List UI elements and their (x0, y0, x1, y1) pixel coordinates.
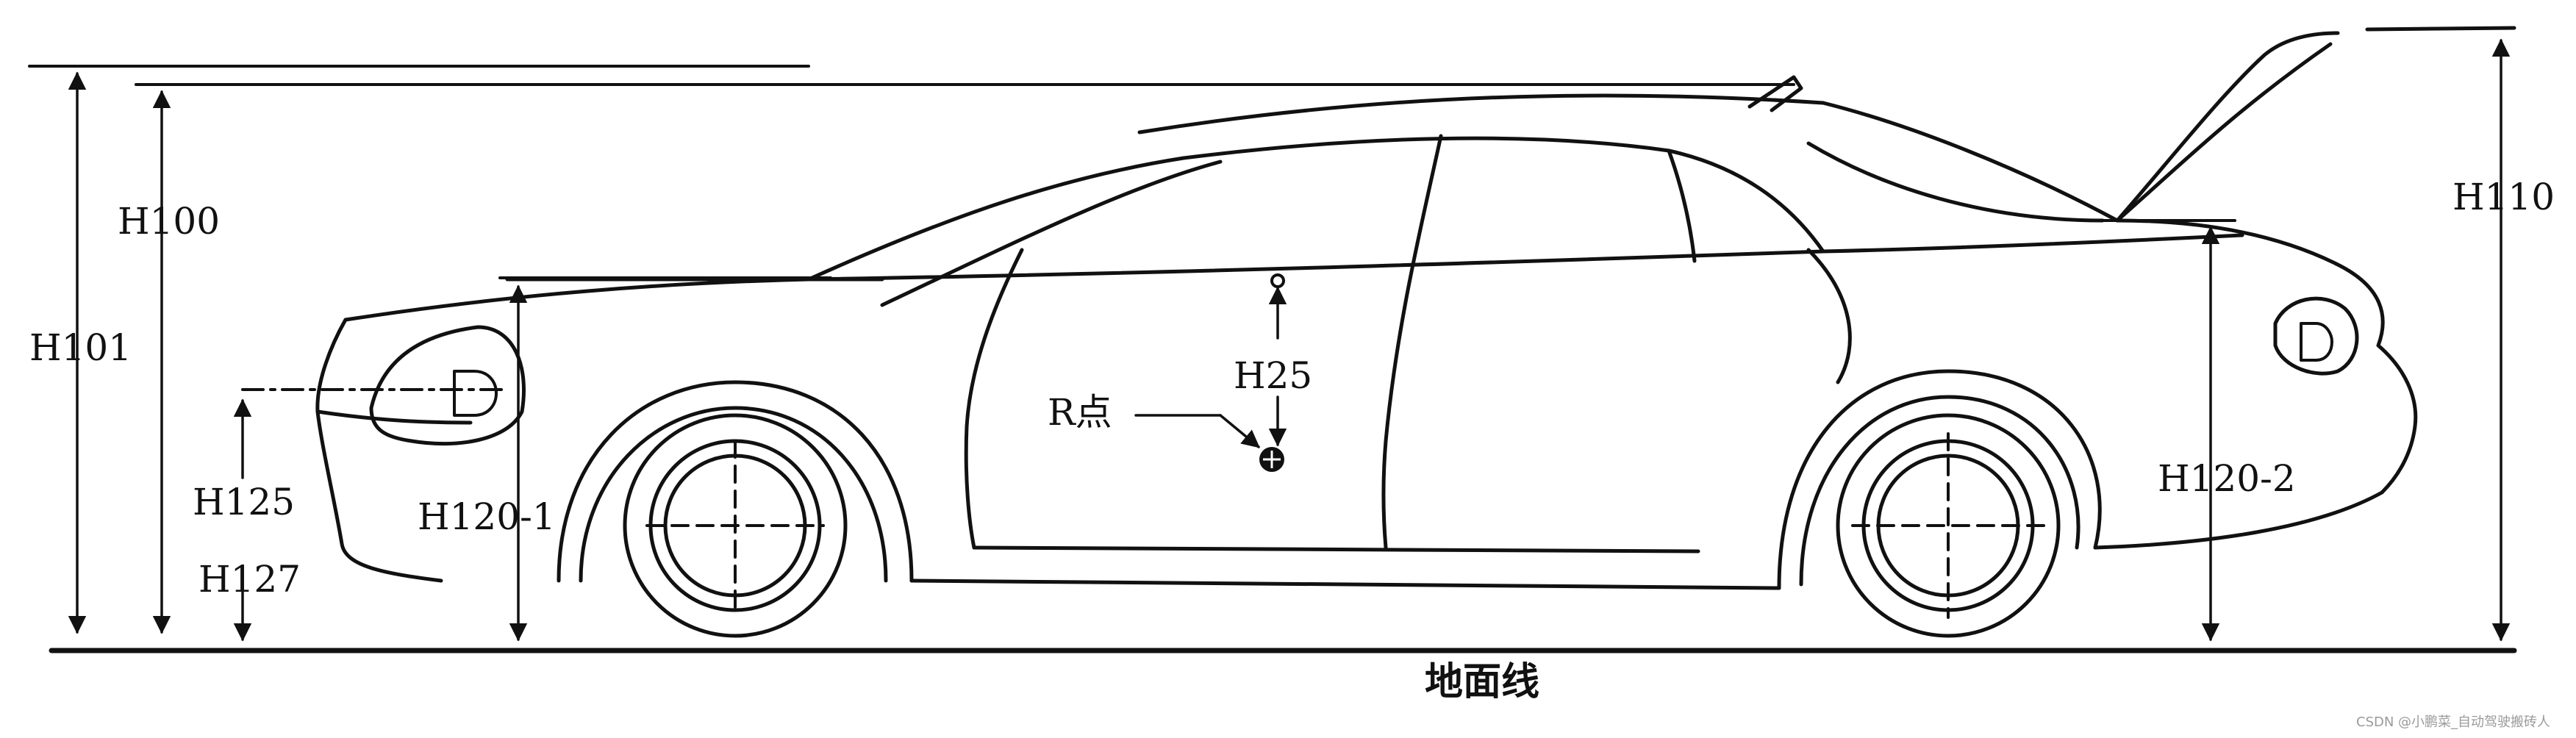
label-h100: H100 (118, 200, 220, 243)
label-r-point: R点 (1048, 391, 1112, 434)
rear-wheel (1836, 413, 2061, 638)
h100-dimension (135, 83, 1795, 634)
label-h120-2: H120-2 (2158, 457, 2296, 500)
h25-dimension (1134, 273, 1287, 472)
h125-dimension (233, 388, 509, 642)
h120-2-dimension (2101, 219, 2236, 642)
h101-dimension (28, 65, 810, 634)
label-h110: H110 (2452, 176, 2555, 218)
h120-1-dimension (498, 276, 832, 642)
front-wheel (623, 413, 848, 638)
label-h127: H127 (198, 558, 301, 601)
label-h25: H25 (1234, 354, 1312, 397)
car-outline (315, 26, 2516, 590)
label-h120-1: H120-1 (418, 495, 556, 538)
label-h125: H125 (193, 481, 295, 523)
watermark-text: CSDN @小鹏菜_自动驾驶搬砖人 (2356, 714, 2550, 730)
label-h101: H101 (29, 326, 132, 369)
label-ground-line: 地面线 (1425, 660, 1539, 704)
